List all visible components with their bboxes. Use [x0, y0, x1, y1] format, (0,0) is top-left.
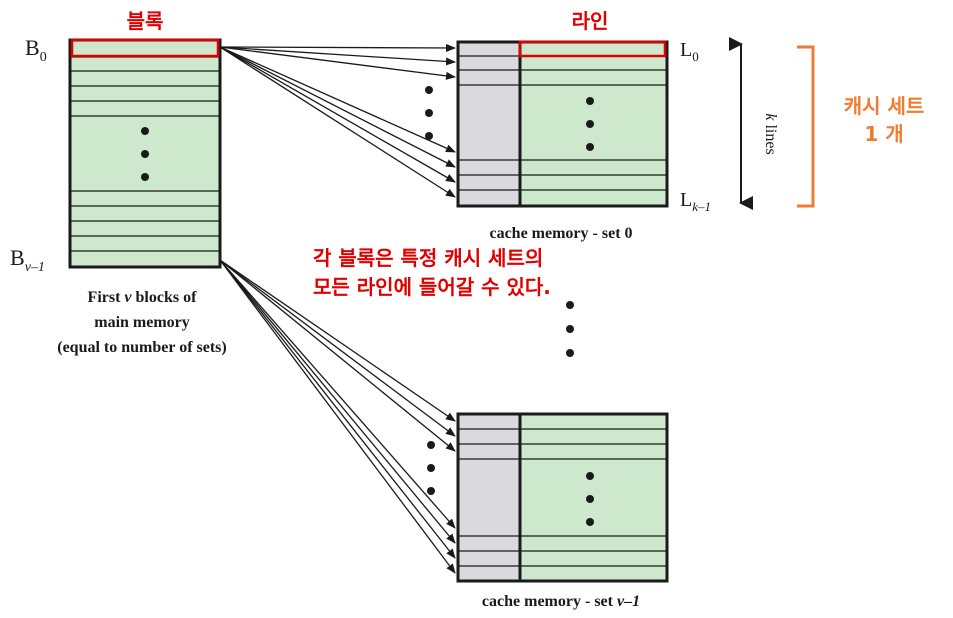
setv1-caption: cache memory - set v–1 — [482, 593, 640, 610]
cache-set-v1 — [456, 412, 669, 583]
cache-set-note-line2: 1 개 — [864, 122, 903, 146]
block-b0-highlight — [70, 38, 220, 58]
k-lines-label: k lines — [762, 113, 779, 154]
svg-text:First v blocks of: First v blocks of — [88, 289, 198, 306]
cache-set-note-line1: 캐시 세트 — [844, 94, 925, 118]
label-l0: L0 — [680, 39, 699, 64]
main-note-line2: 모든 라인에 들어갈 수 있다. — [313, 275, 551, 299]
set0-caption: cache memory - set 0 — [489, 225, 632, 242]
main-memory-ellipsis — [141, 127, 149, 181]
cache-set-0 — [456, 40, 669, 208]
svg-text:main memory: main memory — [94, 314, 190, 331]
setv1-ellipsis — [586, 472, 594, 526]
setv1-tag-column — [458, 414, 520, 581]
set0-ellipsis — [586, 97, 594, 151]
b0-arrows — [219, 43, 456, 198]
cache-set-bracket — [797, 45, 815, 208]
main-note-line1: 각 블록은 특정 캐시 세트의 — [313, 246, 543, 270]
between-sets-ellipsis — [566, 301, 574, 357]
block-korean-label: 블록 — [127, 9, 164, 33]
setv1-border — [456, 412, 669, 583]
set0-arrow-ellipsis — [425, 86, 433, 140]
svg-text:(equal to number of sets): (equal to number of sets) — [57, 339, 226, 356]
main-memory-caption: First v blocks of main memory (equal to … — [57, 289, 226, 356]
set0-tag-column — [458, 42, 520, 206]
line-l0-highlight — [518, 40, 667, 58]
label-lk1: Lk–1 — [680, 189, 711, 214]
bv1-arrows — [219, 259, 456, 574]
line-korean-label: 라인 — [572, 9, 609, 33]
label-b0: B0 — [25, 35, 47, 65]
main-memory-blocks — [68, 38, 222, 269]
setv1-arrow-ellipsis — [427, 441, 435, 495]
setv1-row-lines — [458, 428, 667, 567]
label-bv1: Bv–1 — [10, 245, 45, 275]
